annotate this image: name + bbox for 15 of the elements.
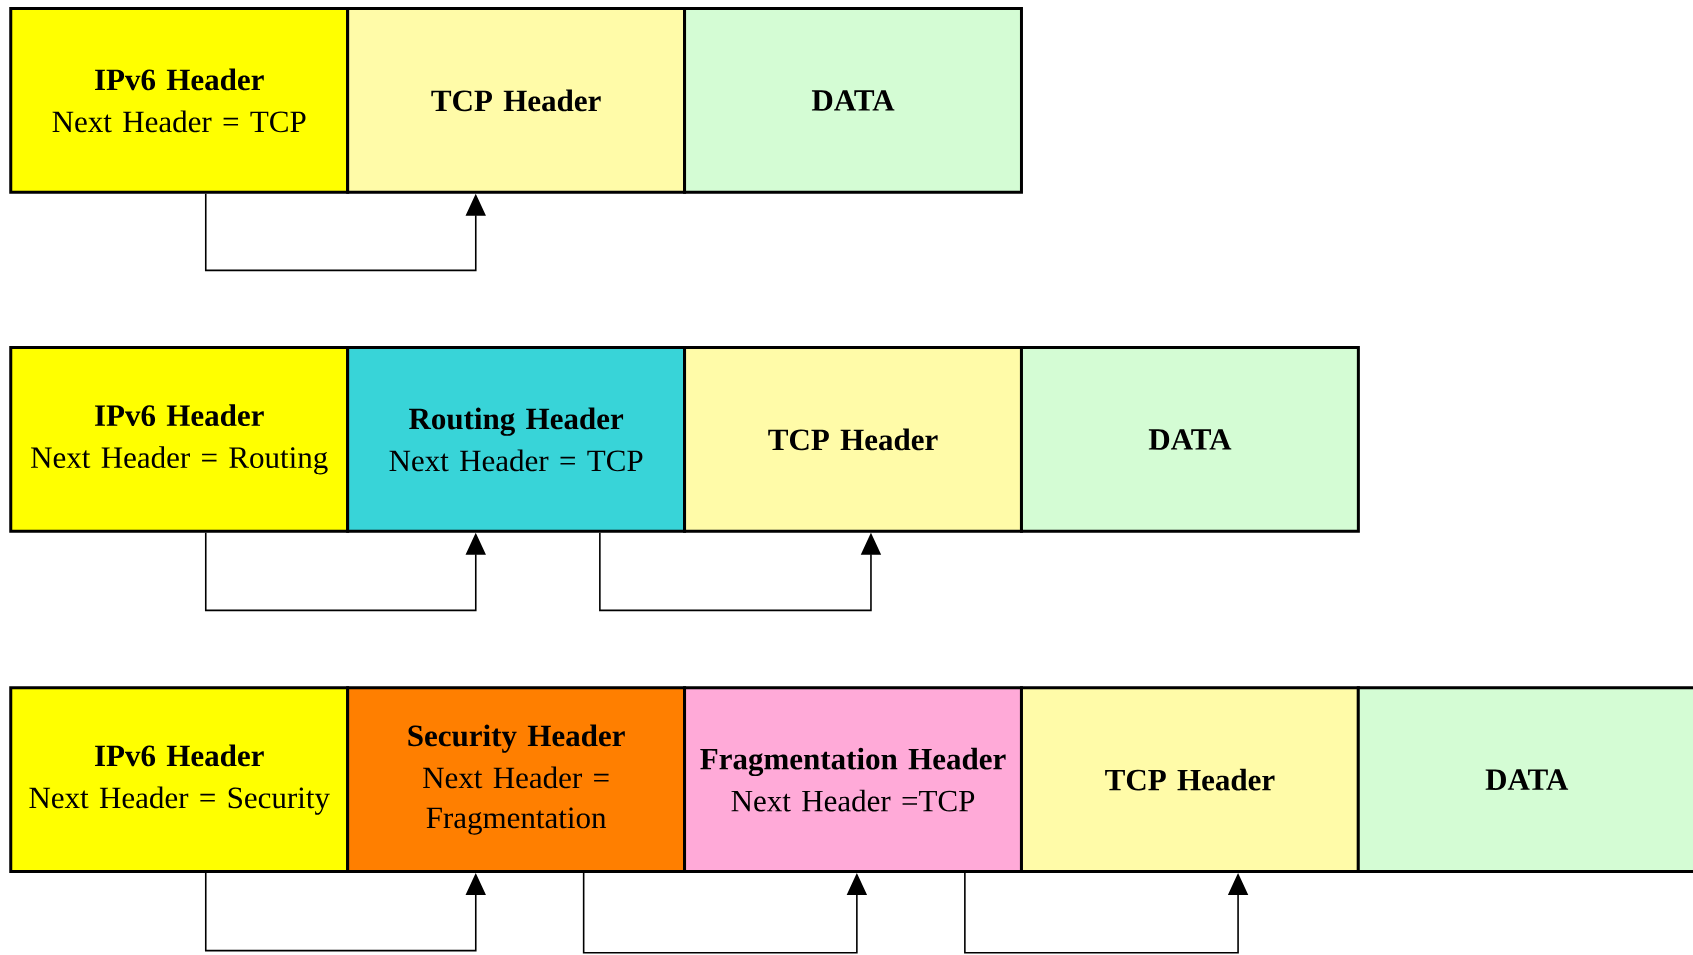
header-box: DATA (1356, 686, 1693, 873)
header-box: DATA (683, 7, 1023, 194)
header-box: Security Header Next Header = Fragmentation (346, 686, 687, 873)
header-box: DATA (1019, 346, 1360, 533)
header-box: IPv6 Header Next Header = Routing (9, 346, 350, 533)
arrow (204, 872, 486, 952)
header-box: Fragmentation Header Next Header =TCP (683, 686, 1023, 873)
arrow (204, 531, 486, 612)
header-box: IPv6 Header Next Header = TCP (9, 7, 350, 194)
header-box: IPv6 Header Next Header = Security (9, 686, 350, 873)
header-box: Routing Header Next Header = TCP (346, 346, 687, 533)
arrow (204, 192, 486, 272)
header-box: TCP Header (1019, 686, 1360, 873)
header-box: TCP Header (346, 7, 687, 194)
header-box: TCP Header (683, 346, 1023, 533)
